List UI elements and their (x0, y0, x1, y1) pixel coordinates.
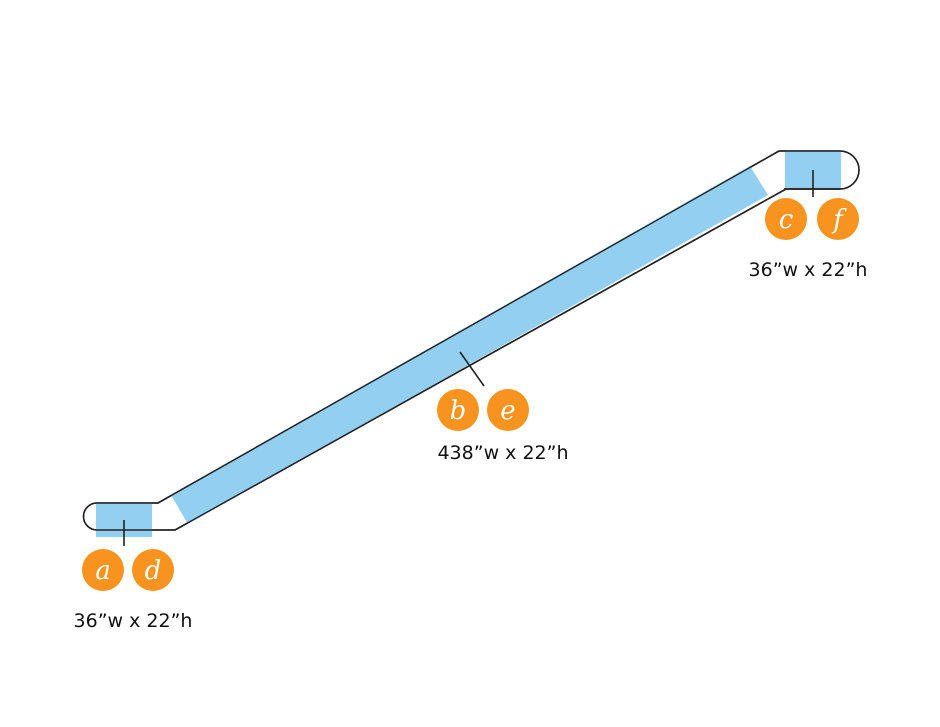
badge-c: c (765, 198, 807, 240)
svg-text:c: c (779, 205, 794, 235)
leader-line-incline (459, 351, 485, 387)
panel-incline (171, 166, 768, 524)
badge-b: b (437, 389, 479, 431)
badge-d: d (132, 549, 174, 591)
badge-f: f (817, 198, 859, 240)
size-label-upper-landing: 36”w x 22”h (749, 259, 868, 281)
size-label-lower-landing: 36”w x 22”h (74, 610, 193, 632)
svg-text:e: e (500, 396, 515, 426)
handrail-outline-overlay (82, 150, 860, 531)
size-label-incline: 438”w x 22”h (437, 442, 568, 464)
svg-text:d: d (145, 556, 162, 586)
svg-text:a: a (95, 556, 111, 586)
svg-text:b: b (450, 396, 467, 426)
badge-a: a (82, 549, 124, 591)
badge-e: e (487, 389, 529, 431)
